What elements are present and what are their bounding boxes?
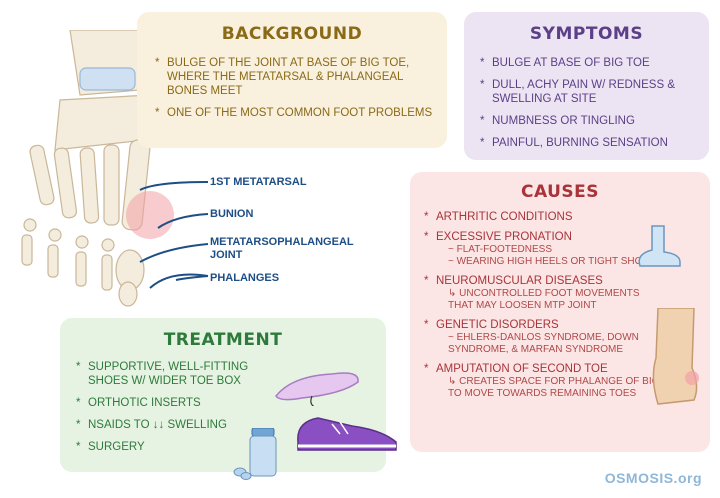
phalanges-label: PHALANGES — [210, 272, 280, 284]
treatment-title: TREATMENT — [163, 330, 283, 350]
causes-panel: CAUSES *ARTHRITIC CONDITIONS *EXCESSIVE … — [410, 172, 710, 452]
symptom-item: *BULGE at BASE of BIG TOE — [480, 57, 650, 69]
sneaker-icon — [297, 417, 397, 451]
metatarsal-label: 1st METATARSAL — [210, 176, 307, 188]
treatment-item: *ORTHOTIC INSERTS — [76, 397, 201, 409]
pointer-lines — [139, 181, 209, 289]
symptom-item: *PAINFUL, BURNING SENSATION — [480, 137, 668, 149]
background-panel: BACKGROUND *BULGE of the JOINT at BASE o… — [137, 12, 447, 148]
cause-sub: ~ FLAT-FOOTEDNESS — [448, 244, 552, 255]
cause-sub: ↳ UNCONTROLLED FOOT MOVEMENTS that MAY L… — [448, 288, 640, 311]
cause-item: *ARTHRITIC CONDITIONS — [424, 211, 573, 223]
background-title: BACKGROUND — [221, 24, 363, 44]
treatment-item: *NSAIDs to ↓↓ SWELLING — [76, 419, 227, 431]
osmosis-logo: OSMOSIS.org — [604, 470, 702, 486]
cause-item: *AMPUTATION of SECOND TOE ↳ CREATES SPAC… — [424, 362, 696, 400]
symptom-item: *DULL, ACHY PAIN w/ REDNESS & SWELLING a… — [480, 79, 675, 105]
background-item: *ONE of the MOST COMMON FOOT PROBLEMS — [155, 107, 433, 119]
insole-icon — [275, 372, 359, 406]
bunion-label: BUNION — [210, 208, 254, 220]
symptom-item: *NUMBNESS or TINGLING — [480, 115, 635, 127]
symptoms-panel: SYMPTOMS *BULGE at BASE of BIG TOE *DULL… — [464, 12, 709, 160]
symptoms-title: SYMPTOMS — [529, 24, 644, 44]
background-item: *BULGE of the JOINT at BASE of BIG TOE, … — [155, 57, 410, 97]
pill-bottle-icon — [233, 428, 277, 480]
mtp-joint-label: METATARSOPHALANGEAL JOINT — [210, 236, 354, 261]
cause-sub: ~ WEARING HIGH HEELS or TIGHT SHOES — [448, 256, 656, 267]
foot-bones-illustration — [21, 30, 174, 307]
cause-sub: ↳ CREATES SPACE for PHALANGE of BIG TOE … — [448, 376, 683, 399]
causes-title: CAUSES — [520, 182, 599, 202]
cause-sub: ~ EHLERS-DANLOS SYNDROME, DOWN SYNDROME,… — [448, 332, 639, 355]
flat-foot-icon — [638, 225, 681, 267]
cause-item: *EXCESSIVE PRONATION ~ FLAT-FOOTEDNESS ~… — [424, 231, 656, 267]
cause-item: *NEUROMUSCULAR DISEASES ↳ UNCONTROLLED F… — [424, 275, 640, 311]
cause-item: *GENETIC DISORDERS ~ EHLERS-DANLOS SYNDR… — [424, 319, 639, 355]
treatment-item: *SUPPORTIVE, WELL-FITTING SHOES w/ WIDER… — [76, 361, 249, 387]
treatment-item: *SURGERY — [76, 441, 145, 453]
bunion-foot-icon — [652, 308, 699, 405]
